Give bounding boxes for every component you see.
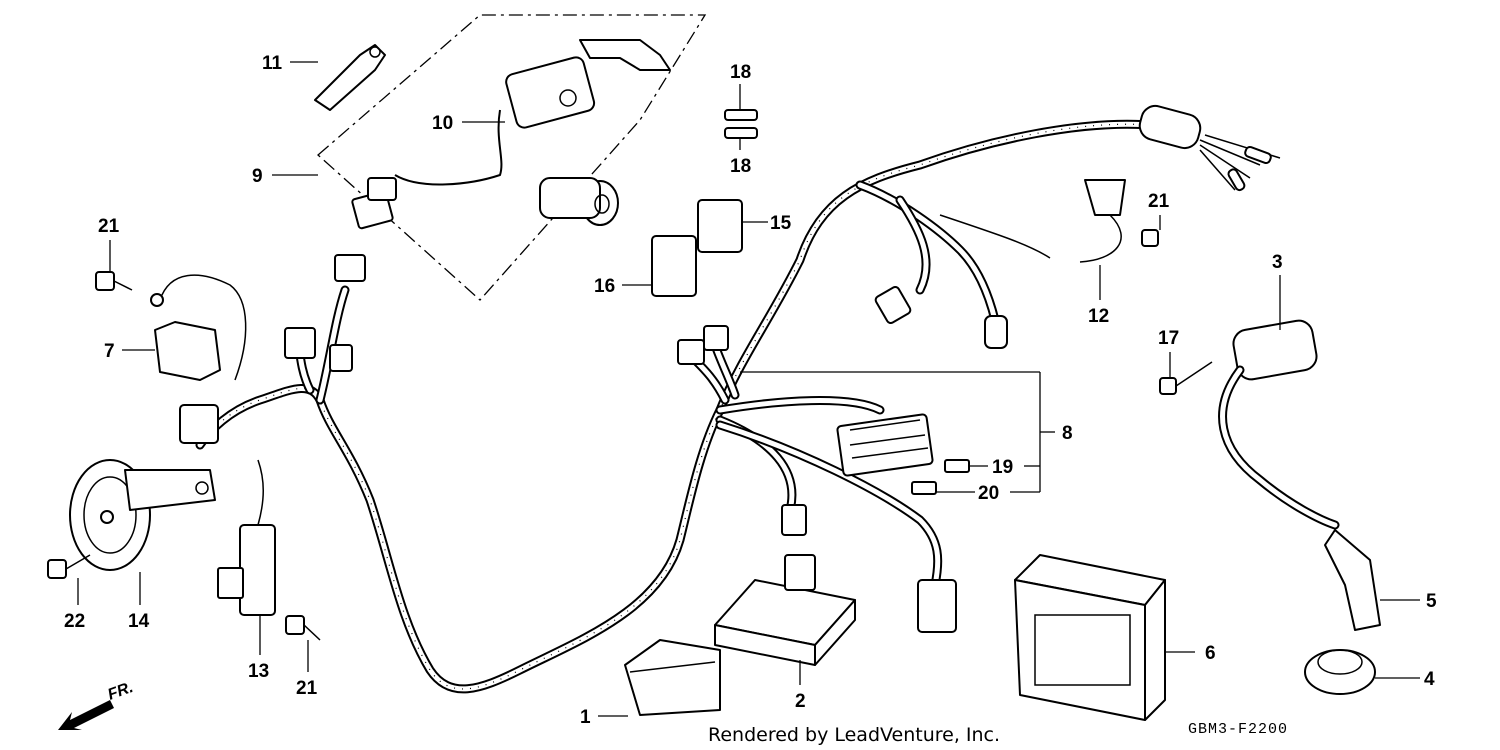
relays bbox=[651, 109, 758, 297]
callout-22: 22 bbox=[64, 611, 85, 632]
ignition-switch-group bbox=[314, 14, 707, 301]
callout-1: 1 bbox=[580, 707, 591, 728]
callout-21-right: 21 bbox=[1148, 191, 1170, 212]
callout-18-top: 18 bbox=[730, 62, 751, 83]
bracket bbox=[1079, 179, 1126, 263]
callout-11: 11 bbox=[262, 53, 283, 74]
callout-21-left: 21 bbox=[98, 216, 120, 237]
callout-8: 8 bbox=[1062, 423, 1073, 444]
callout-16: 16 bbox=[594, 276, 615, 297]
callout-6: 6 bbox=[1205, 643, 1216, 664]
callout-15: 15 bbox=[770, 213, 792, 234]
callout-12: 12 bbox=[1088, 306, 1109, 327]
grommet bbox=[1304, 649, 1376, 695]
cdi-unit bbox=[714, 554, 856, 666]
callout-10: 10 bbox=[432, 113, 453, 134]
callout-13: 13 bbox=[248, 661, 269, 682]
callout-20: 20 bbox=[978, 483, 999, 504]
callout-7: 7 bbox=[104, 341, 115, 362]
battery bbox=[1014, 554, 1166, 721]
leader-lines bbox=[77, 61, 1420, 717]
fuses bbox=[911, 459, 970, 495]
spark-plug-cap bbox=[1324, 529, 1381, 631]
regulator-rectifier bbox=[150, 274, 247, 381]
callout-5: 5 bbox=[1426, 591, 1437, 612]
callout-3: 3 bbox=[1272, 252, 1283, 273]
callout-9: 9 bbox=[252, 166, 263, 187]
main-wire-harness bbox=[179, 104, 1281, 694]
callout-21-bottom: 21 bbox=[296, 678, 318, 699]
callout-18-bottom: 18 bbox=[730, 156, 751, 177]
bolts bbox=[47, 229, 1213, 641]
front-label: FR. bbox=[106, 679, 136, 704]
callout-2: 2 bbox=[795, 691, 806, 712]
front-direction-indicator: FR. bbox=[58, 679, 136, 730]
sensor bbox=[217, 459, 276, 616]
callout-numbers: 11 10 9 18 18 15 16 21 7 14 22 13 21 12 … bbox=[64, 53, 1437, 728]
callout-17: 17 bbox=[1158, 328, 1179, 349]
callout-14: 14 bbox=[128, 611, 150, 632]
ignition-coil bbox=[1218, 319, 1340, 530]
diagram-code: GBM3-F2200 bbox=[1188, 721, 1288, 738]
callout-4: 4 bbox=[1424, 669, 1435, 690]
horn bbox=[69, 459, 216, 571]
connector-cover bbox=[624, 639, 721, 716]
callout-19: 19 bbox=[992, 457, 1013, 478]
front-arrow-icon bbox=[58, 700, 114, 730]
render-credit: Rendered by LeadVenture, Inc. bbox=[708, 724, 1000, 746]
